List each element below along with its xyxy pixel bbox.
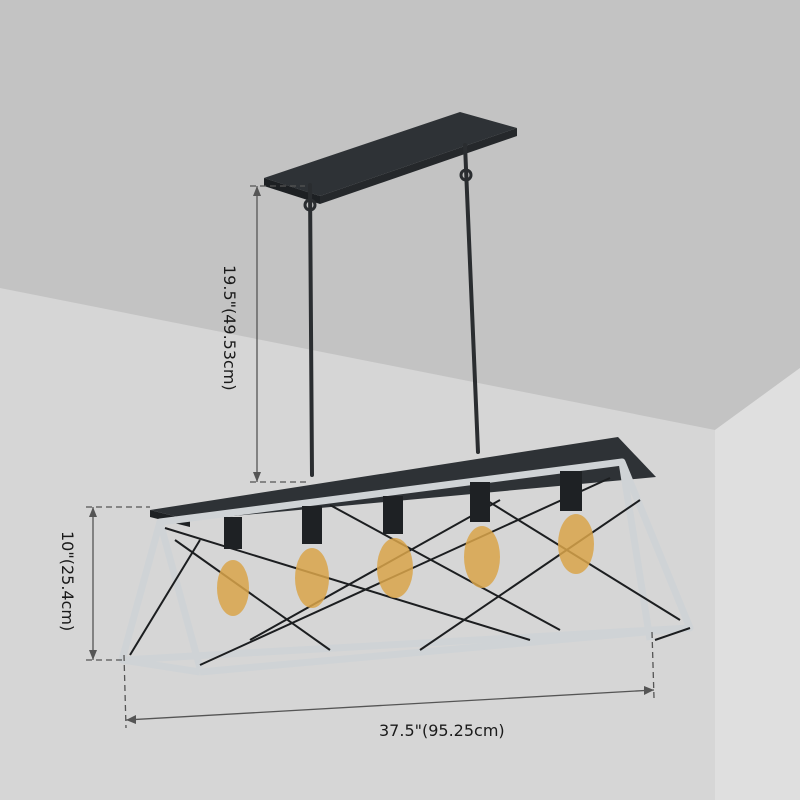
height-body-label: 10"(25.4cm): [58, 531, 77, 631]
bulb: [217, 517, 249, 616]
bulb: [295, 506, 329, 608]
right-wall: [715, 368, 800, 800]
arrowheads: [89, 186, 654, 724]
bulb: [377, 496, 413, 598]
dimension-lines: [86, 185, 655, 729]
suspension-rods: [303, 143, 480, 477]
canopy: [264, 112, 517, 204]
bulb: [464, 482, 500, 588]
ceiling: [0, 0, 800, 430]
height-hanging-label: 19.5"(49.53cm): [220, 265, 239, 391]
bulbs: [217, 471, 594, 616]
fixture-body: [118, 437, 694, 676]
bulb: [558, 471, 594, 574]
width-label: 37.5"(95.25cm): [379, 721, 505, 740]
